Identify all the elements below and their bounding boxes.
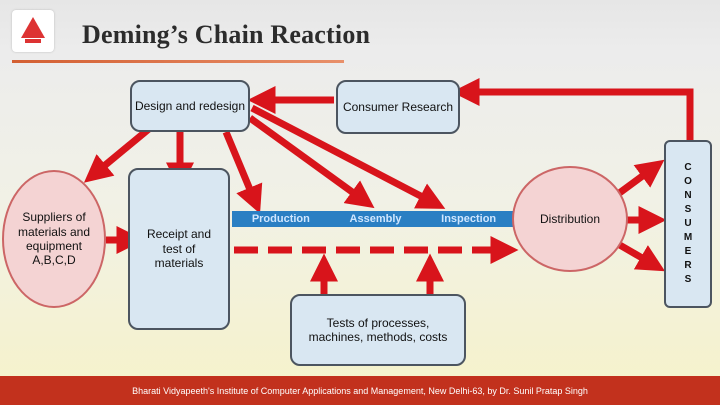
consumers-letter: E — [684, 246, 692, 257]
arrow-design-to-inspection — [250, 104, 446, 209]
consumers-letter: N — [684, 190, 692, 201]
consumers-letter: C — [684, 162, 692, 173]
consumers-letter: S — [684, 274, 692, 285]
flow-label-production: Production — [251, 213, 310, 225]
node-consumers: C O N S U M E R S — [664, 140, 712, 308]
arrow-distribution-to-consumers-3 — [616, 240, 666, 272]
consumers-letter: M — [683, 232, 693, 243]
consumers-letter: S — [684, 204, 692, 215]
consumers-letter: U — [684, 218, 692, 229]
footer-bar: Bharati Vidyapeeth's Institute of Comput… — [0, 376, 720, 405]
consumers-letter: O — [684, 176, 692, 187]
flow-label-assembly: Assembly — [349, 213, 402, 225]
node-tests: Tests of processes, machines, methods, c… — [290, 294, 466, 366]
node-receipt-test: Receipt and test of materials — [128, 168, 230, 330]
title-divider — [12, 60, 344, 63]
arrow-design-to-production — [222, 130, 263, 214]
node-consumer-research: Consumer Research — [336, 80, 460, 134]
node-suppliers: Suppliers of materials and equipment A,B… — [2, 170, 106, 308]
page-title: Deming’s Chain Reaction — [82, 20, 371, 49]
arrow-design-to-assembly — [247, 115, 375, 209]
flow-label-inspection: Inspection — [441, 213, 497, 225]
logo-emblem-icon — [21, 17, 45, 43]
production-flow-bar: Production Assembly Inspection — [232, 211, 516, 227]
arrow-distribution-to-consumers-1 — [615, 159, 665, 197]
node-design-redesign: Design and redesign — [130, 80, 250, 132]
arrow-design-to-suppliers — [83, 125, 153, 183]
node-distribution: Distribution — [512, 166, 628, 272]
consumers-letter: R — [684, 260, 692, 271]
arrow-consumers-to-research — [451, 78, 694, 140]
logo — [12, 10, 54, 52]
